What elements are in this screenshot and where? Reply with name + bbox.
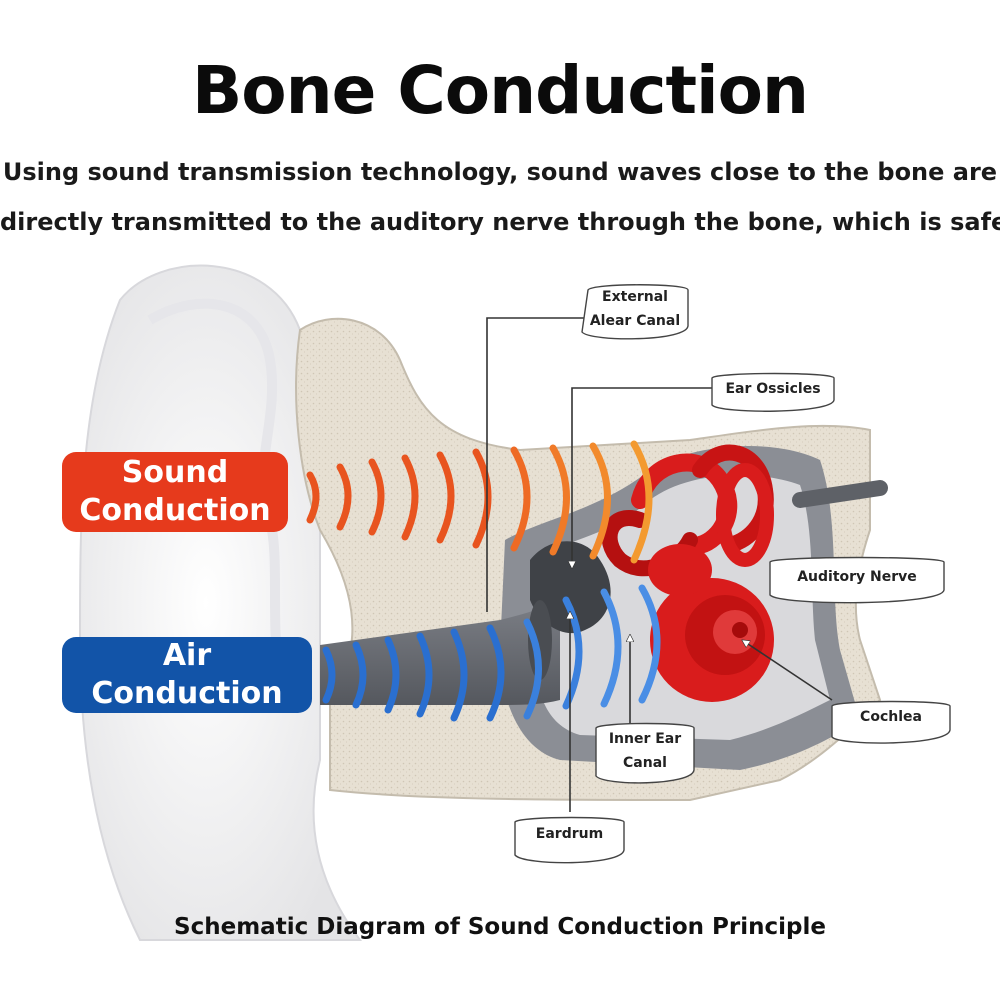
ossicles-shape [530,541,611,634]
callout-bubbles [514,284,951,864]
bubble-ossicles [711,372,835,412]
leader-ossicles [572,387,715,565]
pinna-fold [147,298,285,681]
auditory-nerve-label: Auditory Nerve [797,569,917,585]
air-badge-line1: Air [162,638,212,673]
bubble-eardrum [514,816,625,864]
external-canal-line1: External [602,289,668,305]
air-conduction-badge: Air Conduction [62,637,312,713]
sound-badge-line2: Conduction [79,493,271,528]
ear-ossicles-label: Ear Ossicles [725,381,821,397]
bubble-cochlea [831,700,951,744]
bubble-inner [595,722,695,784]
inner-ear-line2: Canal [623,755,667,771]
subtitle-line-2: directly transmitted to the auditory ner… [0,208,1000,236]
leader-cochlea [745,642,833,701]
external-canal-line2: Alear Canal [589,313,681,329]
pinna-shape [78,264,362,941]
page-title: Bone Conduction [192,52,809,129]
cochlea-label: Cochlea [860,709,922,725]
leader-lines [486,317,833,812]
inner-ear-canal-label: Inner Ear Canal [596,727,694,775]
diagram-caption: Schematic Diagram of Sound Conduction Pr… [174,914,826,940]
eardrum-label: Eardrum [535,826,604,842]
subtitle-line-1: Using sound transmission technology, sou… [2,158,998,186]
headset-cable [792,480,888,508]
sound-waves [306,440,653,564]
cochlea-group [601,444,774,702]
sound-conduction-badge: Sound Conduction [62,452,288,532]
air-badge-line2: Conduction [91,676,283,711]
inner-ear-line1: Inner Ear [608,731,682,747]
air-waves [322,584,661,722]
external-canal-label: External Alear Canal [585,285,685,333]
bubble-external [581,284,689,340]
bubble-nerve [769,556,945,604]
leader-external [486,317,630,612]
eardrum-shape [528,600,552,680]
sound-badge-line1: Sound [121,455,229,490]
